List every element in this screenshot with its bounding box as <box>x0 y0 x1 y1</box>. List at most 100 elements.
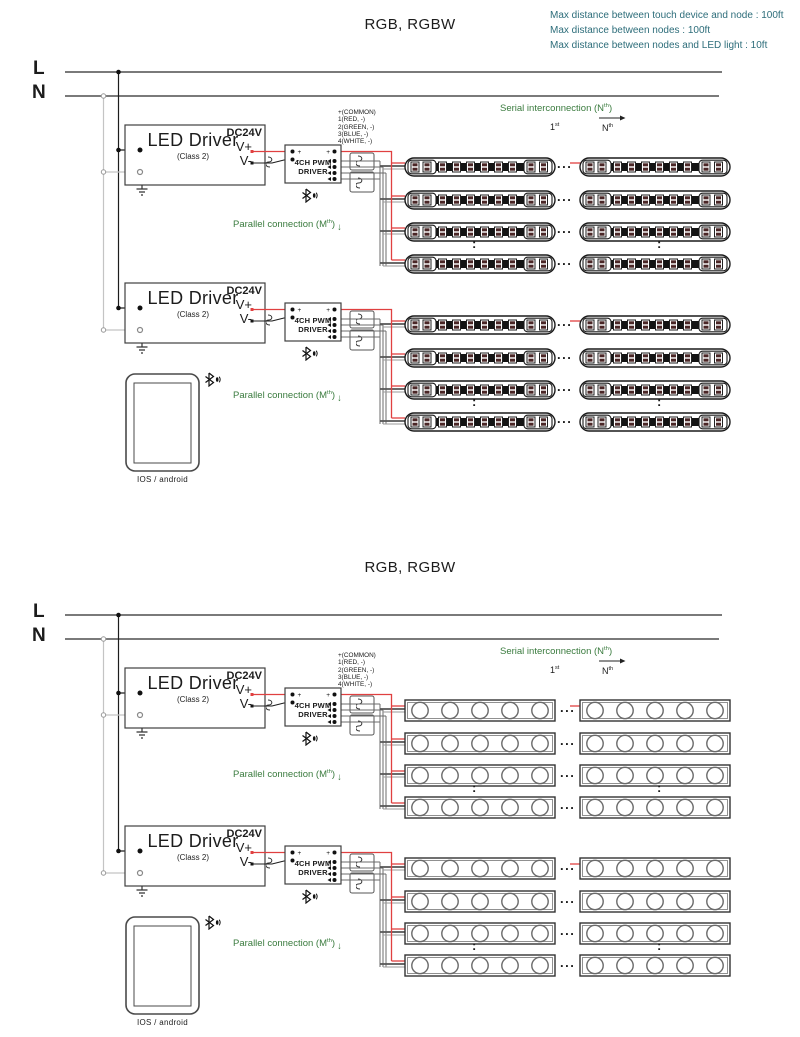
diagram-rgb-module: + - + + - + <box>0 543 800 1037</box>
vertical-ellipsis: : <box>657 780 662 795</box>
ground-icon <box>135 886 149 897</box>
led-strip <box>580 413 730 431</box>
v-minus-label: V- <box>239 696 252 711</box>
device-os-label: IOS / android <box>136 475 189 484</box>
v-plus-label: V+ <box>235 297 252 312</box>
bluetooth-icon <box>301 889 318 904</box>
l-label: L <box>33 58 45 79</box>
dc24v-label: DC24V <box>226 127 262 139</box>
led-strip <box>404 954 556 977</box>
parallel-connection-label: Parallel connection (Mth)↓ <box>233 769 342 784</box>
wire-label: 2(GREEN, -) <box>338 123 375 131</box>
serial-ellipsis: ... <box>557 411 573 426</box>
pwm-driver-box <box>284 845 342 885</box>
svg-text:+: + <box>298 850 302 857</box>
svg-text:+: + <box>326 149 330 156</box>
vertical-ellipsis: : <box>472 394 477 409</box>
svg-text:-: - <box>298 858 300 865</box>
wire-gray-bundle <box>336 160 387 266</box>
led-strip <box>579 764 731 787</box>
led-strip <box>579 732 731 755</box>
pwm-driver-name: 4CH PWM <box>294 701 332 710</box>
serial-interconnection-label: Serial interconnection (Nth) <box>500 103 613 115</box>
led-strip <box>404 857 556 880</box>
serial-ellipsis: ... <box>557 314 573 329</box>
pwm-driver-name: 4CH PWM <box>294 158 332 167</box>
serial-ellipsis: ... <box>560 923 576 938</box>
serial-ellipsis: ... <box>557 156 573 171</box>
svg-text:+: + <box>298 307 302 314</box>
svg-text:-: - <box>298 315 300 322</box>
serial-ellipsis: ... <box>560 733 576 748</box>
ground-icon <box>135 728 149 739</box>
led-strip <box>580 191 730 209</box>
wire-channel-labels: +(COMMON) 1(RED, -) 2(GREEN, -) 3(BLUE, … <box>338 109 376 145</box>
serial-ellipsis: ... <box>560 765 576 780</box>
led-driver-name: LED Driver <box>147 288 239 308</box>
wiring-layer: + - + + - + <box>65 612 731 1015</box>
led-strip <box>579 954 731 977</box>
led-driver-class: (Class 2) <box>176 695 209 704</box>
wire-gray-branches <box>380 165 405 264</box>
first-node-label: 1st <box>550 665 560 675</box>
v-minus-label: V- <box>239 153 252 168</box>
led-driver-class: (Class 2) <box>176 853 209 862</box>
serial-ellipsis: ... <box>557 221 573 236</box>
svg-text:+: + <box>326 307 330 314</box>
nth-node-label: Nth <box>602 123 614 133</box>
terminal <box>137 147 143 153</box>
led-driver-box <box>124 124 266 186</box>
down-arrow-icon: ↓ <box>337 222 342 234</box>
serial-ellipsis: ... <box>557 189 573 204</box>
vertical-ellipsis: : <box>657 236 662 251</box>
led-strip <box>580 316 730 334</box>
dc24v-label: DC24V <box>226 828 262 840</box>
serial-ellipsis: ... <box>560 700 576 715</box>
serial-ellipsis: ... <box>560 891 576 906</box>
svg-text:+: + <box>298 692 302 699</box>
wire-label: 1(RED, -) <box>338 659 365 667</box>
led-strip <box>405 316 555 334</box>
distance-note-line: Max distance between nodes and LED light… <box>550 40 768 51</box>
wire-label: +(COMMON) <box>338 109 376 116</box>
vertical-ellipsis: : <box>657 394 662 409</box>
wire-label: 3(BLUE, -) <box>338 673 369 681</box>
led-driver-box <box>124 825 266 887</box>
ground-icon <box>135 343 149 354</box>
pwm-driver-name: 4CH PWM <box>294 859 332 868</box>
diagram-title: RGB, RGBW <box>364 16 456 33</box>
wire-gray-bundle <box>336 703 387 809</box>
diagram-title: RGB, RGBW <box>364 559 456 576</box>
down-arrow-icon: ↓ <box>337 941 342 953</box>
svg-text:-: - <box>298 157 300 164</box>
pwm-driver-name: DRIVER <box>298 325 328 334</box>
led-strip <box>405 223 555 241</box>
led-strip <box>579 922 731 945</box>
svg-text:+: + <box>326 692 330 699</box>
n-label: N <box>32 625 46 646</box>
wire-label: 2(GREEN, -) <box>338 666 375 674</box>
led-strip <box>404 922 556 945</box>
v-minus-label: V- <box>239 854 252 869</box>
bluetooth-icon <box>301 346 318 361</box>
wiring-layer: + - + + - + <box>65 69 800 472</box>
led-strip <box>405 191 555 209</box>
wire-label: +(COMMON) <box>338 652 376 659</box>
led-strip <box>404 796 556 819</box>
connector-block <box>349 714 375 736</box>
led-strip <box>405 413 555 431</box>
device-os-label: IOS / android <box>136 1018 189 1027</box>
wire-label: 4(WHITE, -) <box>338 681 373 689</box>
dc24v-label: DC24V <box>226 285 262 297</box>
vertical-ellipsis: : <box>472 236 477 251</box>
parallel-connection-label: Parallel connection (Mth)↓ <box>233 938 342 953</box>
svg-text:+: + <box>326 850 330 857</box>
led-strip <box>580 255 730 273</box>
serial-ellipsis: ... <box>560 858 576 873</box>
wire-label: 4(WHITE, -) <box>338 138 373 146</box>
led-strip <box>579 890 731 913</box>
distance-note-line: Max distance between touch device and no… <box>550 10 784 21</box>
down-arrow-icon: ↓ <box>337 772 342 784</box>
led-driver-name: LED Driver <box>147 831 239 851</box>
led-driver-box <box>124 282 266 344</box>
